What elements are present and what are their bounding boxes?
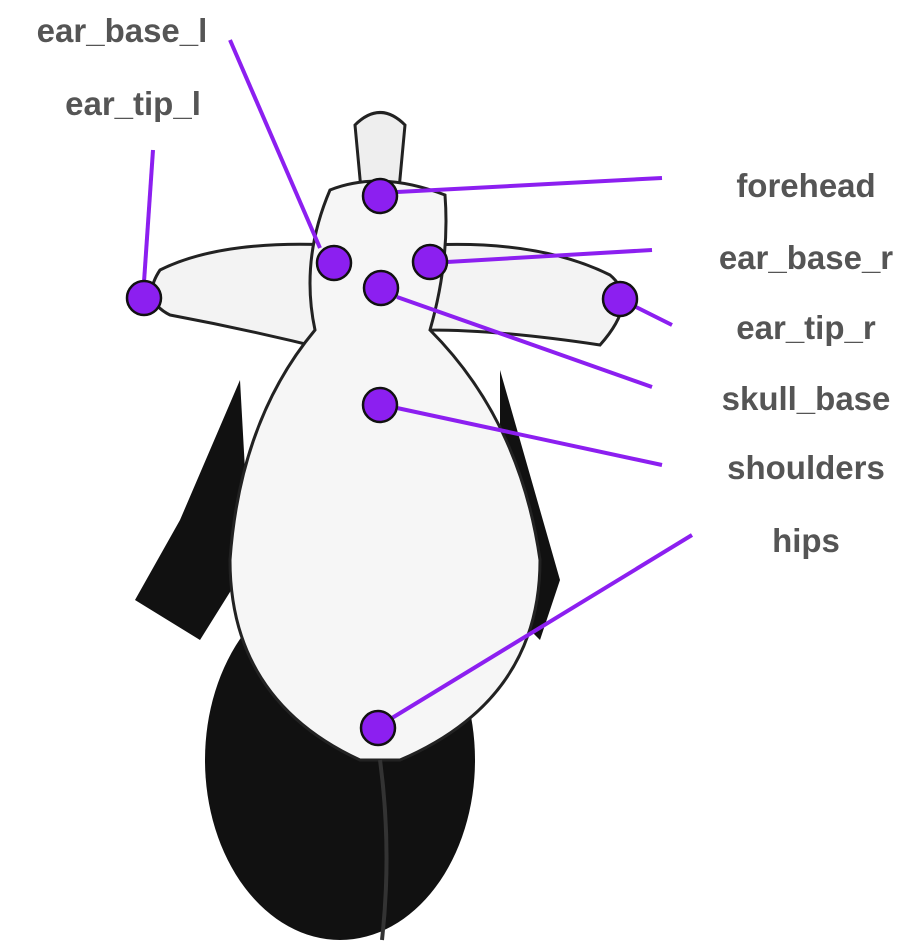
leader-lines	[142, 39, 694, 720]
leader-line-skull_base	[396, 295, 653, 389]
leader-line-ear_base_l	[228, 39, 322, 249]
keypoint-shoulders	[361, 386, 399, 424]
elephant-ear-left	[150, 242, 332, 352]
keypoint-ear_tip_r	[601, 280, 639, 318]
label-forehead: forehead	[736, 167, 875, 204]
label-ear_base_r: ear_base_r	[719, 239, 893, 276]
elephant-illustration	[135, 111, 625, 941]
leader-line-forehead	[396, 176, 663, 194]
label-shoulders: shoulders	[727, 449, 885, 486]
label-ear_tip_l: ear_tip_l	[65, 85, 201, 122]
leader-line-hips	[390, 533, 694, 720]
keypoint-skull_base	[362, 269, 400, 307]
leader-line-ear_tip_l	[142, 149, 155, 283]
keypoint-ear_base_l	[315, 244, 353, 282]
label-ear_tip_r: ear_tip_r	[736, 309, 876, 346]
keypoints	[125, 177, 639, 747]
label-skull_base: skull_base	[722, 380, 891, 417]
label-ear_base_l: ear_base_l	[37, 12, 208, 49]
keypoint-labels: ear_base_l ear_tip_l forehead ear_base_rear…	[37, 12, 894, 559]
keypoint-hips	[359, 709, 397, 747]
label-hips: hips	[772, 522, 840, 559]
leader-line-ear_tip_r	[635, 305, 673, 327]
keypoint-ear_base_r	[411, 243, 449, 281]
keypoint-forehead	[361, 177, 399, 215]
leader-line-ear_base_r	[446, 248, 653, 264]
keypoint-ear_tip_l	[125, 279, 163, 317]
elephant-tail	[378, 759, 389, 941]
leader-line-shoulders	[396, 406, 663, 467]
